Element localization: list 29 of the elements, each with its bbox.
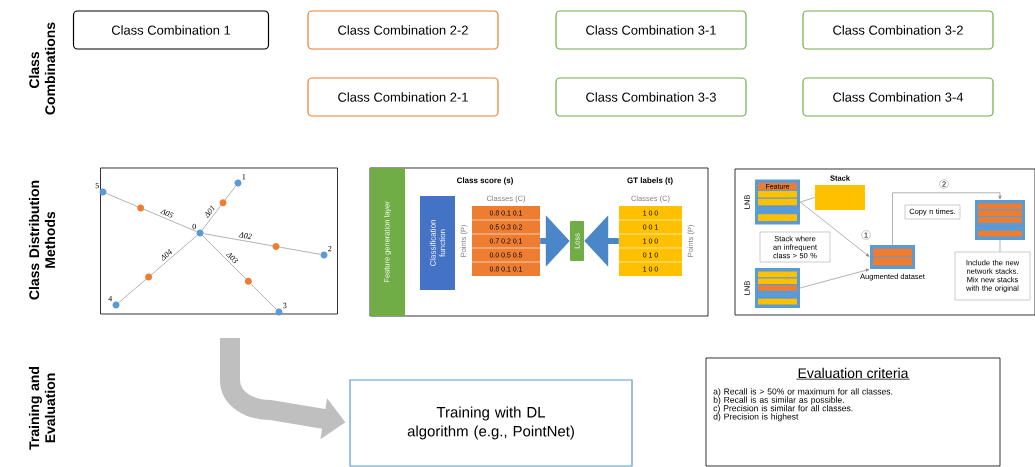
arrow (892, 192, 1002, 246)
panel-frame (734, 168, 1035, 316)
class-combination-box: Class Combination 2-2 (307, 10, 499, 50)
row-label: Training and Evaluation (28, 367, 56, 450)
class-combination-box: Class Combination 3-2 (802, 10, 994, 50)
connector-line (202, 235, 277, 310)
heading: Evaluation criteria (795, 367, 911, 381)
criteria-item: a) Recall is > 50% or maximum for all classes. (713, 388, 893, 397)
connector-line (799, 197, 816, 203)
connector-line (201, 185, 237, 231)
class-combination-box: Class Combination 3-3 (555, 77, 747, 117)
row-label: Class Distribution Methods (28, 180, 56, 300)
class-combination-box: Class Combination 1 (72, 10, 270, 50)
criteria-item: d) Precision is highest (713, 413, 799, 422)
class-combination-box: Class Combination 3-4 (802, 77, 994, 117)
connector-line (203, 233, 321, 255)
row-label: Class Combinations (28, 22, 56, 115)
criteria-item: b) Recall is as similar as possible. (713, 396, 844, 405)
class-combination-box: Class Combination 3-1 (555, 10, 747, 50)
process-box: Training with DL algorithm (e.g., PointNet) (349, 379, 633, 467)
arrow (799, 268, 870, 289)
arrow (799, 201, 870, 257)
connector-line (106, 193, 197, 232)
criteria-item: c) Precision is similar for all classes. (713, 404, 853, 413)
connector-line (999, 239, 1001, 253)
panel-frame (369, 167, 709, 317)
stack-block (975, 200, 1025, 240)
class-combination-box: Class Combination 2-1 (307, 77, 499, 117)
panel-frame (100, 167, 338, 315)
